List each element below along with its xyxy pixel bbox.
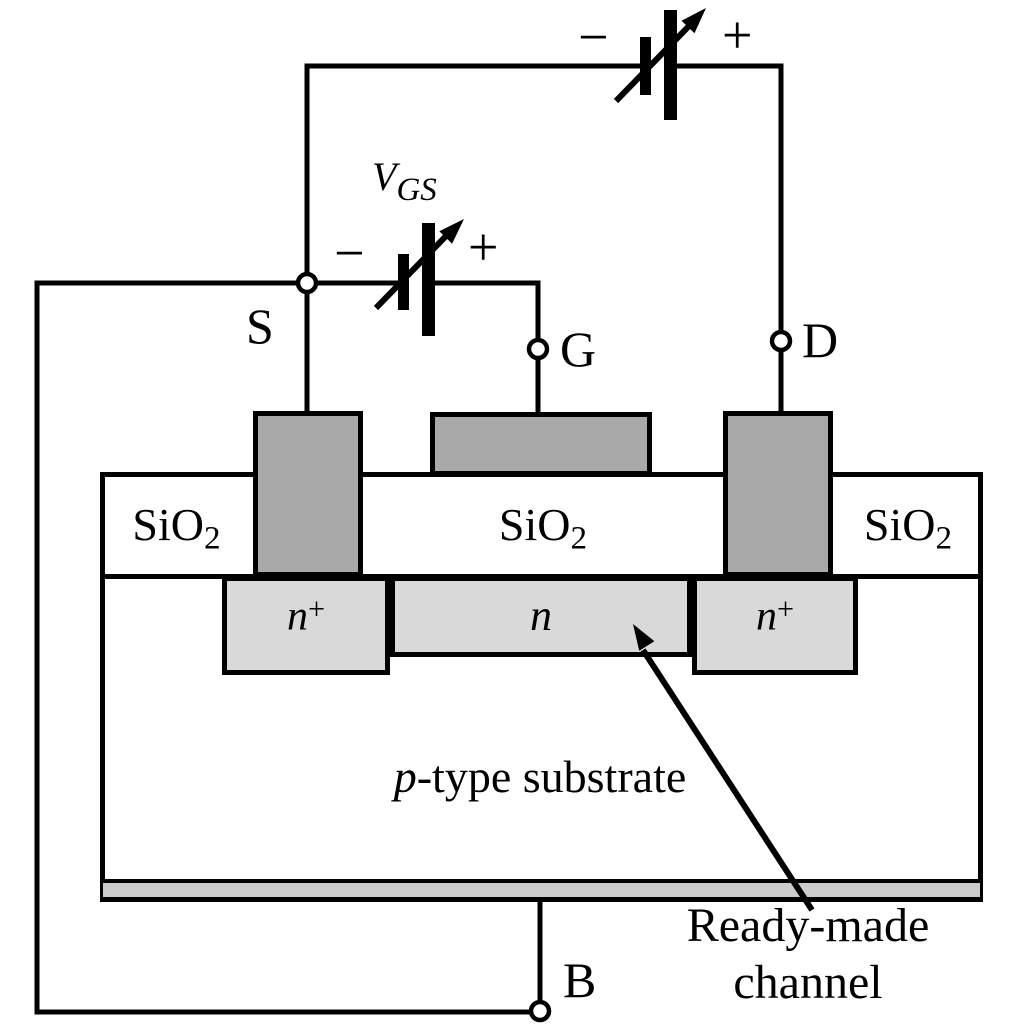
vgs-to-gate-wire <box>435 280 541 416</box>
channel-text: n <box>530 591 552 640</box>
substrate-label-text: -type substrate <box>416 751 687 802</box>
nplus-superscript: + <box>776 592 795 626</box>
gate-node <box>526 337 550 361</box>
vds-battery-arrowhead <box>681 8 706 34</box>
source-terminal-label: S <box>246 298 274 354</box>
drain-terminal-label: D <box>802 312 839 368</box>
annotation-line2: channel <box>733 955 883 1009</box>
back-contact-strip <box>103 879 980 902</box>
vgs-minus-sign: − <box>334 223 365 283</box>
channel-pointer-shaft <box>640 648 815 912</box>
oxide-subscript: 2 <box>204 519 221 557</box>
vgs-plus-sign: + <box>468 217 499 277</box>
oxide-text: SiO <box>863 499 936 550</box>
vds-battery <box>613 8 706 120</box>
nplus-label-right: n+ <box>692 592 858 641</box>
oxide-subscript: 2 <box>935 519 953 557</box>
source-node <box>295 271 319 295</box>
oxide-label-right: SiO2 <box>833 498 983 557</box>
vds-battery-arrow-shaft <box>613 22 693 104</box>
oxide-label-middle: SiO2 <box>363 498 723 557</box>
drain-electrode <box>723 411 833 577</box>
vds-plus-sign: + <box>722 5 753 65</box>
vds-minus-sign: − <box>578 7 609 67</box>
substrate-label: p-type substrate <box>330 750 750 803</box>
channel-pointer-arrow <box>633 624 815 912</box>
vds-battery-short-plate <box>640 37 651 95</box>
drain-node <box>769 329 793 353</box>
oxide-subscript: 2 <box>570 519 588 557</box>
vgs-battery <box>373 219 464 336</box>
vgs-battery-arrowhead <box>439 219 464 244</box>
gate-electrode <box>430 412 652 476</box>
substrate-label-italic-p: p <box>393 751 417 802</box>
vgs-battery-long-plate <box>422 223 435 336</box>
body-terminal-label: B <box>563 952 597 1008</box>
vds-to-drain-wire <box>677 63 784 416</box>
source-to-vds-wire <box>304 63 640 416</box>
source-nplus-region <box>222 576 390 675</box>
vgs-label-subscript: GS <box>396 171 437 208</box>
substrate-box <box>100 472 983 902</box>
channel-n-region <box>390 576 692 657</box>
channel-pointer-arrowhead <box>633 624 655 651</box>
vgs-battery-arrow-shaft <box>373 231 451 311</box>
nplus-label-left: n+ <box>222 592 390 641</box>
vgs-label-v: V <box>372 154 397 199</box>
vds-battery-long-plate <box>664 10 677 120</box>
oxide-text: SiO <box>132 499 205 550</box>
gate-terminal-label: G <box>560 321 597 377</box>
nplus-text: n <box>755 593 777 640</box>
channel-annotation: Ready-made channel <box>628 898 988 1011</box>
channel-label: n <box>390 590 692 641</box>
drain-nplus-region <box>692 576 858 675</box>
vgs-label: VGS <box>372 153 437 209</box>
nplus-text: n <box>286 593 308 640</box>
source-to-body-wire <box>34 280 536 1015</box>
oxide-label-left: SiO2 <box>100 498 253 557</box>
oxide-text: SiO <box>498 499 571 550</box>
nplus-superscript: + <box>307 592 326 626</box>
body-node <box>528 999 552 1023</box>
